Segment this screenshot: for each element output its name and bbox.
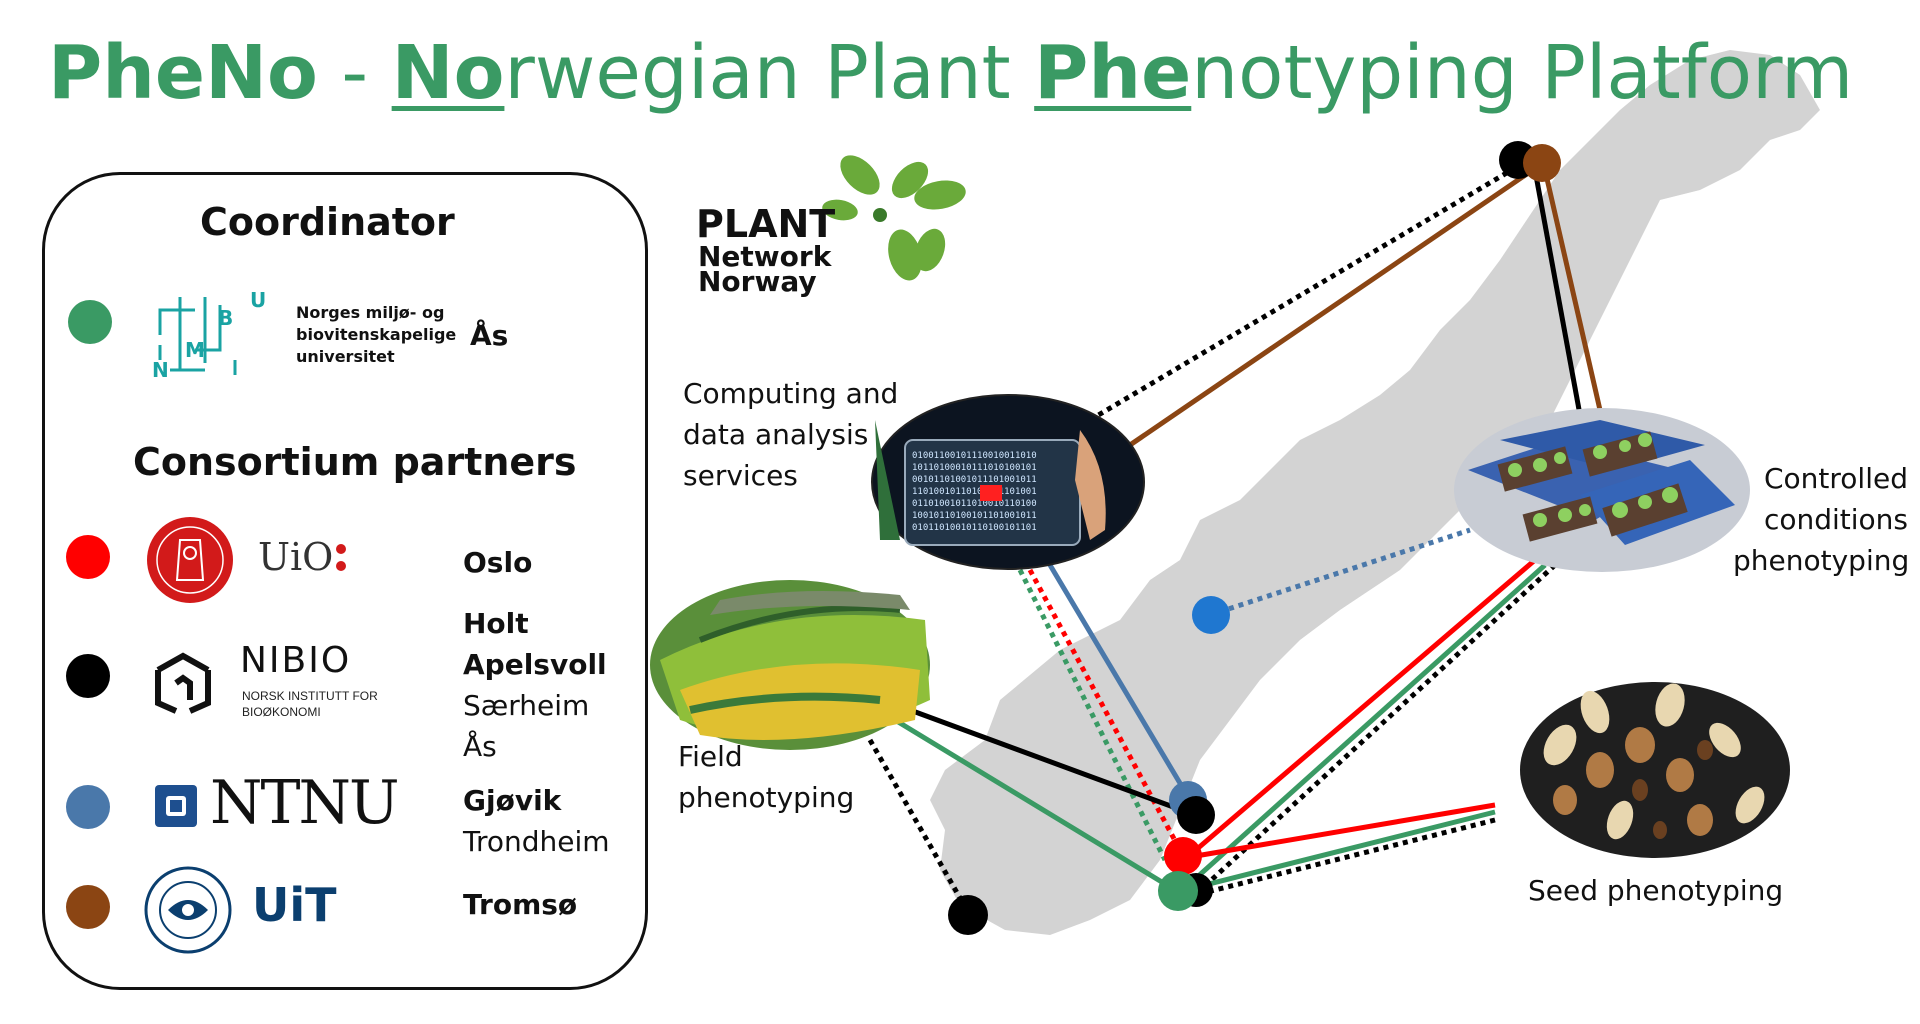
seed-image (1520, 682, 1790, 858)
title-dash: - (317, 30, 392, 116)
ntnu-logo-icon (155, 785, 197, 827)
title-rest: notyping Platform (1191, 30, 1854, 116)
uio-dots-icon (336, 544, 346, 571)
title-pheno: PheNo (48, 30, 318, 116)
nibio-logo-sub-line-1: NORSK INSTITUTT FOR (242, 689, 378, 703)
computing-label: Computing and data analysis services (683, 373, 898, 496)
nibio-location-1: Apelsvoll (463, 648, 607, 681)
svg-text:11010010110100101101001: 11010010110100101101001 (912, 487, 1037, 497)
computing-label-line-3: services (683, 459, 798, 492)
nmbu-name-line-2: biovitenskapelige (296, 325, 457, 344)
plant-network-line-1: PLANT (696, 202, 836, 246)
ntnu-location-1: Trondheim (463, 825, 610, 858)
site-dot-apelsvoll (1177, 796, 1215, 834)
ntnu-locations: Gjøvik Trondheim (463, 780, 610, 862)
controlled-image (1454, 408, 1750, 572)
nibio-location-3: Ås (463, 730, 497, 763)
network-lines (867, 162, 1603, 914)
site-dot-saerheim (948, 895, 988, 935)
nibio-locations: Holt Apelsvoll Særheim Ås (463, 603, 607, 767)
uit-dot (66, 885, 110, 929)
coordinator-heading: Coordinator (200, 200, 455, 244)
site-dot-tromso-uit (1523, 144, 1561, 182)
controlled-label-line-3: phenotyping (1733, 544, 1910, 577)
computing-label-line-1: Computing and (683, 377, 899, 410)
controlled-label-line-1: Controlled (1764, 462, 1908, 495)
page-title: PheNo - Norwegian Plant Phenotyping Plat… (48, 30, 1853, 116)
uio-dot (66, 535, 110, 579)
uit-location-0: Tromsø (463, 888, 578, 921)
svg-text:10010110100101101001011: 10010110100101101001011 (912, 511, 1037, 521)
controlled-label-line-2: conditions (1763, 503, 1908, 536)
title-no: No (391, 30, 505, 116)
nibio-dot (66, 654, 110, 698)
field-label-line-2: phenotyping (678, 781, 855, 814)
uio-location-0: Oslo (463, 546, 533, 579)
coordinator-location: Ås (470, 319, 509, 352)
svg-text:00101101001011101001011: 00101101001011101001011 (912, 475, 1037, 485)
norway-map-shape (930, 50, 1820, 935)
nmbu-name-line-1: Norges miljø- og (296, 303, 445, 322)
ntnu-location-0: Gjøvik (463, 784, 562, 817)
title-rwegian: rwegian Plant (504, 30, 1035, 116)
site-dot-as (1158, 871, 1198, 911)
nibio-logo-icon (155, 652, 211, 714)
nmbu-letter-u: U (250, 288, 266, 312)
nibio-logo-sub-line-2: BIOØKONOMI (242, 705, 321, 719)
computing-image: 01001100101110010011010 1011010001011101… (871, 394, 1145, 570)
plant-network-norway-logo-graphic (822, 155, 966, 281)
coordinator-dot (68, 300, 112, 344)
computing-label-line-2: data analysis (683, 418, 869, 451)
title-phe: Phe (1034, 30, 1192, 116)
nibio-logo-text: NIBIO (240, 640, 352, 681)
plant-network-line-2: Network (698, 240, 832, 273)
uit-logo-text: UiT (252, 878, 337, 932)
nmbu-letter-n: N (152, 358, 169, 382)
partners-panel (42, 172, 648, 990)
nmbu-name: Norges miljø- og biovitenskapelige unive… (296, 302, 456, 368)
site-dot-oslo (1164, 837, 1202, 875)
uit-seal-icon (144, 866, 232, 954)
field-label: Field phenotyping (678, 736, 854, 818)
controlled-label: Controlled conditions phenotyping (1733, 458, 1910, 581)
uio-logo-text: UiO (258, 535, 334, 579)
nibio-location-0: Holt (463, 607, 529, 640)
plant-network-line-3: Norway (698, 265, 817, 298)
site-dot-trondheim (1192, 596, 1230, 634)
ntnu-logo-text: NTNU (210, 768, 400, 838)
ntnu-dot (66, 785, 110, 829)
svg-text:01101001011010010110100: 01101001011010010110100 (912, 499, 1037, 509)
nibio-location-2: Særheim (463, 689, 590, 722)
field-label-line-1: Field (678, 740, 743, 773)
svg-text:10110100010111010100101: 10110100010111010100101 (912, 463, 1037, 473)
svg-text:01011010010110100101101: 01011010010110100101101 (912, 523, 1037, 533)
svg-text:01001100101110010011010: 01001100101110010011010 (912, 451, 1037, 461)
nibio-logo-sub: NORSK INSTITUTT FOR BIOØKONOMI (242, 688, 378, 720)
field-image (650, 580, 930, 750)
nmbu-name-line-3: universitet (296, 347, 395, 366)
nmbu-letter-m: M (185, 338, 205, 362)
seed-label: Seed phenotyping (1528, 874, 1784, 907)
uio-seal-icon (147, 517, 233, 603)
nmbu-letter-b: B (218, 306, 233, 330)
nmbu-logo: N M B U (152, 288, 266, 382)
partners-heading: Consortium partners (133, 440, 577, 484)
